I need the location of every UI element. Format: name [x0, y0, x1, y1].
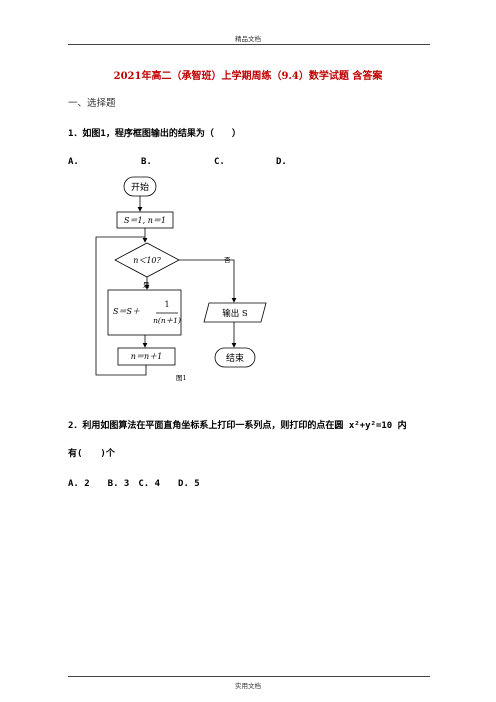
header-rule [68, 44, 430, 45]
figure-caption: 图1 [176, 374, 187, 382]
update-n-label: n＝n＋1 [130, 352, 163, 361]
question-2-line-1: 2．利用如图算法在平面直角坐标系上打印一系列点，则打印的点在圆 x²+y²=10… [68, 421, 407, 431]
update-n-box [117, 347, 176, 366]
section-heading: 一、选择题 [68, 98, 116, 109]
document-title: 2021年高二（承智班）上学期周练（9.4）数学试题 含答案 [113, 71, 383, 82]
q1-option-d: D. [276, 157, 287, 167]
update-s-label: S＝S＋ [113, 307, 140, 316]
output-label: 输出 S [222, 309, 248, 319]
question-2-line-2: 有( )个 [68, 449, 115, 459]
yes-label: 是 [143, 281, 150, 289]
end-terminator [214, 347, 256, 368]
page-footer: 实用文档 [235, 682, 261, 690]
question-1: 1．如图1，程序框图输出的结果为（ ） [68, 129, 241, 139]
no-label: 否 [224, 256, 231, 264]
output-parallelogram [203, 302, 267, 323]
q1-option-c: C. [214, 157, 225, 167]
fraction-numerator: 1 [164, 300, 170, 309]
footer-rule [68, 676, 430, 677]
init-label: S＝1, n＝1 [124, 216, 166, 225]
cond-label: n＜10? [133, 256, 161, 265]
fraction-denominator: n(n＋1) [153, 316, 181, 325]
update-s-box [107, 289, 182, 336]
q1-option-a: A. [68, 157, 79, 167]
start-label: 开始 [130, 183, 149, 193]
q1-option-b: B. [141, 157, 152, 167]
page-header: 精品文档 [235, 35, 261, 43]
end-label: 结束 [225, 354, 244, 364]
q2-options: A. 2 B. 3 C. 4 D. 5 [68, 479, 200, 489]
